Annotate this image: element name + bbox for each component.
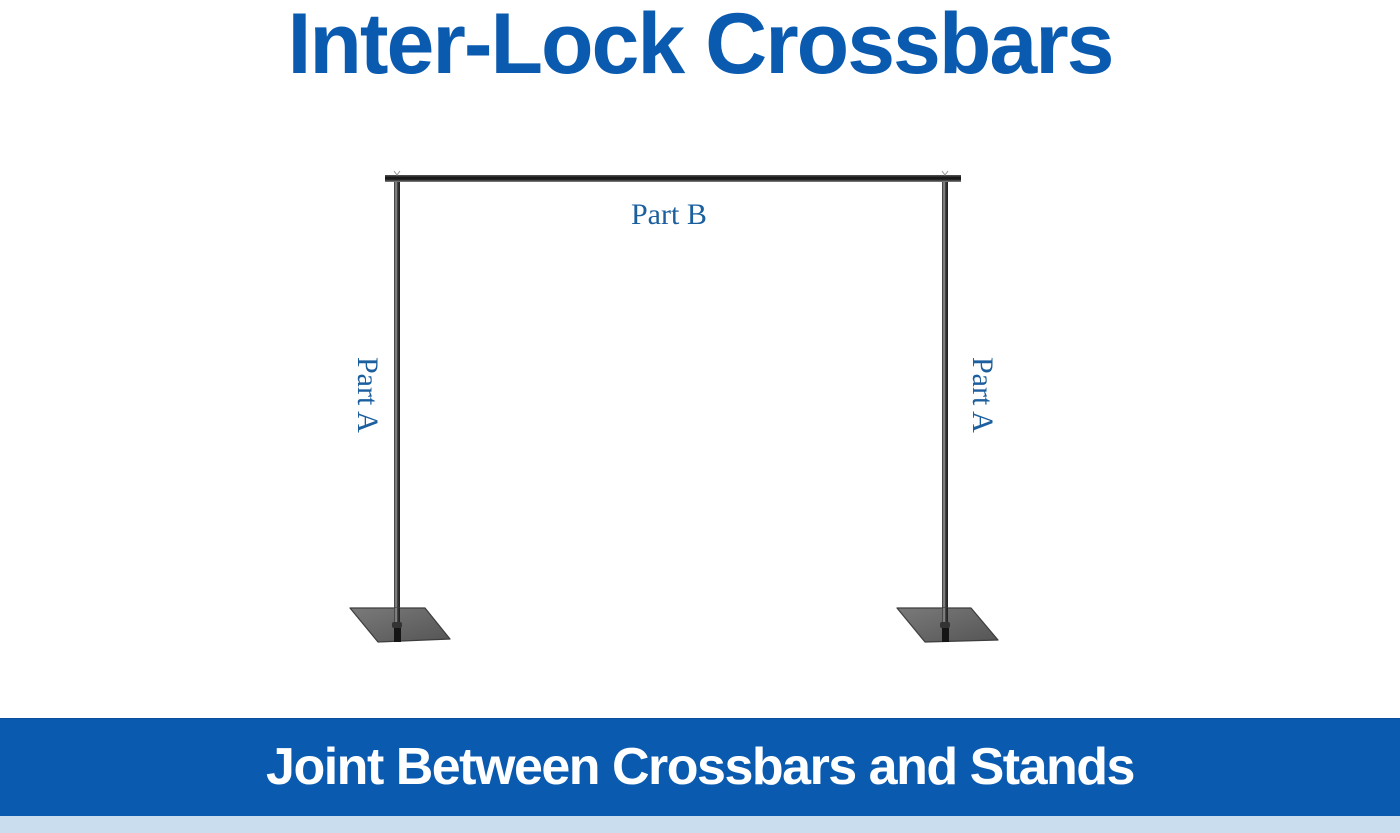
- caption-text: Joint Between Crossbars and Stands: [266, 738, 1135, 796]
- right-upright-label: Part A: [966, 357, 999, 433]
- right-base: [896, 607, 999, 643]
- left-upright: [392, 182, 402, 641]
- crossbar-label: Part B: [631, 198, 707, 231]
- left-base: [349, 607, 451, 643]
- crossbar: [385, 170, 961, 182]
- footer-strip: [0, 816, 1400, 833]
- right-upright: [940, 182, 950, 641]
- stand-illustration: [349, 170, 999, 643]
- page-title: Inter-Lock Crossbars: [287, 0, 1114, 92]
- left-upright-label: Part A: [351, 357, 384, 433]
- caption-banner: Joint Between Crossbars and Stands: [0, 718, 1400, 817]
- backdrop-stand-diagram: Part B Part A Part A: [330, 140, 1030, 700]
